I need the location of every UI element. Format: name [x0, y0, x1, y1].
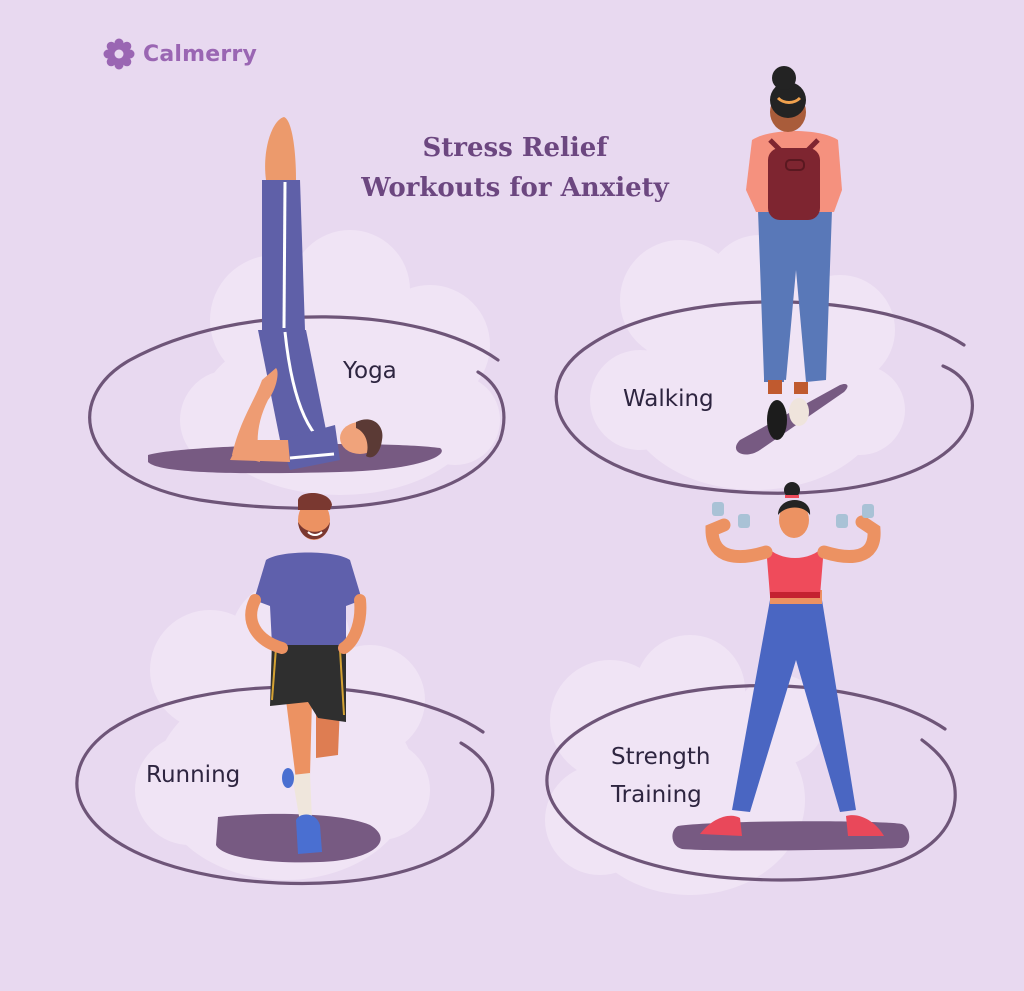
label-walking: Walking	[623, 386, 714, 412]
person-shoulder-stand-icon	[230, 117, 383, 470]
woman-lifting-dumbbells-icon	[700, 482, 884, 836]
label-running: Running	[146, 762, 241, 788]
label-strength-line-2: Training	[611, 782, 702, 808]
man-running-icon	[245, 493, 367, 854]
flower-icon	[103, 38, 135, 70]
person-walking-with-backpack-icon	[746, 66, 842, 440]
label-strength-training: Strength Training	[611, 738, 711, 814]
page-title: Stress Relief Workouts for Anxiety	[340, 128, 690, 208]
label-strength-line-1: Strength	[611, 744, 711, 770]
label-yoga: Yoga	[343, 358, 397, 384]
title-line-2: Workouts for Anxiety	[361, 173, 669, 203]
title-line-1: Stress Relief	[422, 133, 608, 163]
brand-logo: Calmerry	[103, 38, 257, 70]
ring-strength	[545, 684, 957, 882]
ring-yoga	[88, 315, 506, 510]
brand-name: Calmerry	[143, 41, 258, 67]
